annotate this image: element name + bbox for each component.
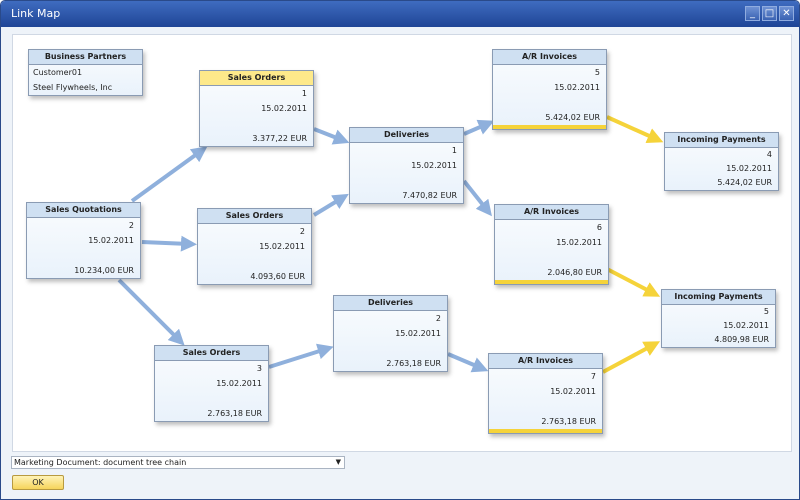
doc-number: 4 [766,150,772,159]
link-del2-ar7 [447,352,489,373]
node-title: A/R Invoices [495,205,608,220]
close-icon[interactable]: ✕ [779,6,794,21]
doc-date: 15.02.2011 [723,321,769,330]
doc-number: 7 [590,372,596,381]
sales-order-node-2[interactable]: Sales Orders 2 15.02.2011 4.093,60 EUR [197,208,312,285]
doc-number: 3 [256,364,262,373]
link-sq-so3 [117,278,185,346]
sales-quotation-node[interactable]: Sales Quotations 2 15.02.2011 10.234,00 … [26,202,141,279]
node-title: Sales Orders [198,209,311,224]
doc-number: 1 [301,89,307,98]
node-title: Incoming Payments [662,290,775,305]
bp-name: Steel Flywheels, Inc [33,83,113,92]
doc-amount: 10.234,00 EUR [74,266,134,275]
view-mode-select[interactable]: Marketing Document: document tree chain … [11,456,345,469]
doc-date: 15.02.2011 [411,161,457,170]
link-map-canvas: Business Partners Customer01 Steel Flywh… [12,34,792,452]
doc-number: 2 [128,221,134,230]
doc-number: 6 [596,223,602,232]
doc-date: 15.02.2011 [726,164,772,173]
view-mode-value: Marketing Document: document tree chain [14,458,187,467]
incoming-payment-node-4[interactable]: Incoming Payments 4 15.02.2011 5.424,02 … [664,132,779,191]
node-title: A/R Invoices [489,354,602,369]
sales-order-node-3[interactable]: Sales Orders 3 15.02.2011 2.763,18 EUR [154,345,269,422]
node-title: Sales Orders [155,346,268,361]
link-del1-ar5 [463,119,495,136]
doc-amount: 2.046,80 EUR [547,268,602,277]
doc-date: 15.02.2011 [554,83,600,92]
doc-amount: 4.093,60 EUR [250,272,305,281]
doc-date: 15.02.2011 [88,236,134,245]
doc-amount: 7.470,82 EUR [402,191,457,200]
node-title: Deliveries [334,296,447,311]
doc-date: 15.02.2011 [550,387,596,396]
sales-order-node-1[interactable]: Sales Orders 1 15.02.2011 3.377,22 EUR [199,70,314,147]
ok-button[interactable]: OK [12,475,64,490]
node-title: Business Partners [29,50,142,65]
maximize-icon[interactable]: □ [762,6,777,21]
link-so3-del2 [268,343,334,369]
doc-amount: 4.809,98 EUR [714,335,769,344]
business-partner-node[interactable]: Business Partners Customer01 Steel Flywh… [28,49,143,96]
link-ar7-ip5 [602,341,661,374]
paid-indicator [489,429,602,433]
doc-amount: 2.763,18 EUR [207,409,262,418]
ar-invoice-node-7[interactable]: A/R Invoices 7 15.02.2011 2.763,18 EUR [488,353,603,434]
doc-number: 2 [435,314,441,323]
link-ar6-ip5 [606,267,661,297]
node-title: Sales Orders [200,71,313,86]
delivery-node-2[interactable]: Deliveries 2 15.02.2011 2.763,18 EUR [333,295,448,372]
bp-code: Customer01 [33,68,83,77]
link-del1-ar6 [462,179,492,217]
paid-indicator [495,280,608,284]
node-title: Incoming Payments [665,133,778,148]
link-ar5-ip4 [606,115,664,144]
ar-invoice-node-5[interactable]: A/R Invoices 5 15.02.2011 5.424,02 EUR [492,49,607,130]
node-title: Deliveries [350,128,463,143]
doc-date: 15.02.2011 [261,104,307,113]
doc-number: 5 [763,307,769,316]
chevron-down-icon[interactable]: ▼ [335,458,341,466]
ar-invoice-node-6[interactable]: A/R Invoices 6 15.02.2011 2.046,80 EUR [494,204,609,285]
links [117,115,664,374]
doc-number: 5 [594,68,600,77]
incoming-payment-node-5[interactable]: Incoming Payments 5 15.02.2011 4.809,98 … [661,289,776,348]
doc-amount: 2.763,18 EUR [386,359,441,368]
doc-number: 1 [451,146,457,155]
paid-indicator [493,125,606,129]
title-bar[interactable]: Link Map _ □ ✕ [1,1,799,27]
minimize-icon[interactable]: _ [745,6,760,21]
doc-date: 15.02.2011 [556,238,602,247]
link-sq-so1 [130,146,208,203]
link-sq-so2 [141,235,197,252]
doc-date: 15.02.2011 [259,242,305,251]
window-title: Link Map [11,7,61,20]
node-title: Sales Quotations [27,203,140,218]
doc-amount: 3.377,22 EUR [252,134,307,143]
doc-amount: 5.424,02 EUR [717,178,772,187]
delivery-node-1[interactable]: Deliveries 1 15.02.2011 7.470,82 EUR [349,127,464,204]
doc-number: 2 [299,227,305,236]
node-title: A/R Invoices [493,50,606,65]
link-so1-del1 [313,127,350,145]
doc-date: 15.02.2011 [216,379,262,388]
doc-amount: 2.763,18 EUR [541,417,596,426]
link-so2-del1 [312,193,349,217]
doc-amount: 5.424,02 EUR [545,113,600,122]
doc-date: 15.02.2011 [395,329,441,338]
